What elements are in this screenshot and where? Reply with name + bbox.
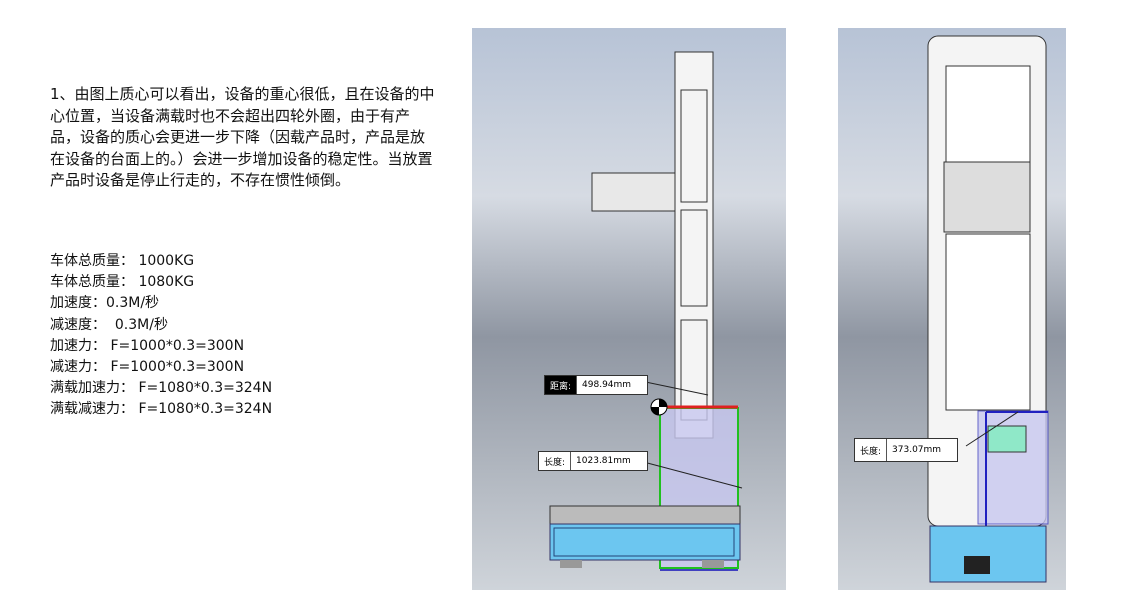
length-measurement: 长度: 1023.81mm — [538, 451, 648, 471]
spec-list: 车体总质量： 1000KG 车体总质量： 1080KG 加速度：0.3M/秒 减… — [50, 251, 272, 421]
distance-value: 498.94mm — [582, 380, 632, 390]
spec-item: 车体总质量： 1080KG — [50, 274, 195, 291]
length-label: 长度: — [855, 439, 888, 461]
spec-item: 加速力： F=1000*0.3=300N — [50, 337, 245, 354]
distance-measurement: 距离: 498.94mm — [544, 375, 649, 395]
length-measurement: 长度: 373.07mm — [854, 438, 959, 462]
side-view-drawing — [549, 51, 743, 571]
length-value: 1023.81mm — [576, 456, 631, 466]
spec-item: 减速度： 0.3M/秒 — [50, 316, 168, 333]
length-label: 长度: — [539, 452, 572, 470]
spec-item: 满载减速力： F=1080*0.3=324N — [50, 401, 273, 418]
length-value: 373.07mm — [892, 445, 942, 455]
distance-label: 距离: — [545, 376, 578, 394]
spec-item: 减速力： F=1000*0.3=300N — [50, 359, 245, 376]
side-view-cad-image: 距离: 498.94mm 长度: 1023.81mm — [472, 28, 786, 590]
spec-item: 车体总质量： 1000KG — [50, 253, 195, 269]
stability-explanation: 1、由图上质心可以看出，设备的重心很低，且在设备的中心位置，当设备满载时也不会超… — [50, 85, 435, 189]
spec-item: 加速度：0.3M/秒 — [50, 295, 160, 312]
front-view-cad-image: 长度: 373.07mm — [838, 28, 1066, 590]
spec-item: 满载加速力： F=1080*0.3=324N — [50, 380, 273, 397]
front-view-drawing — [927, 35, 1049, 583]
